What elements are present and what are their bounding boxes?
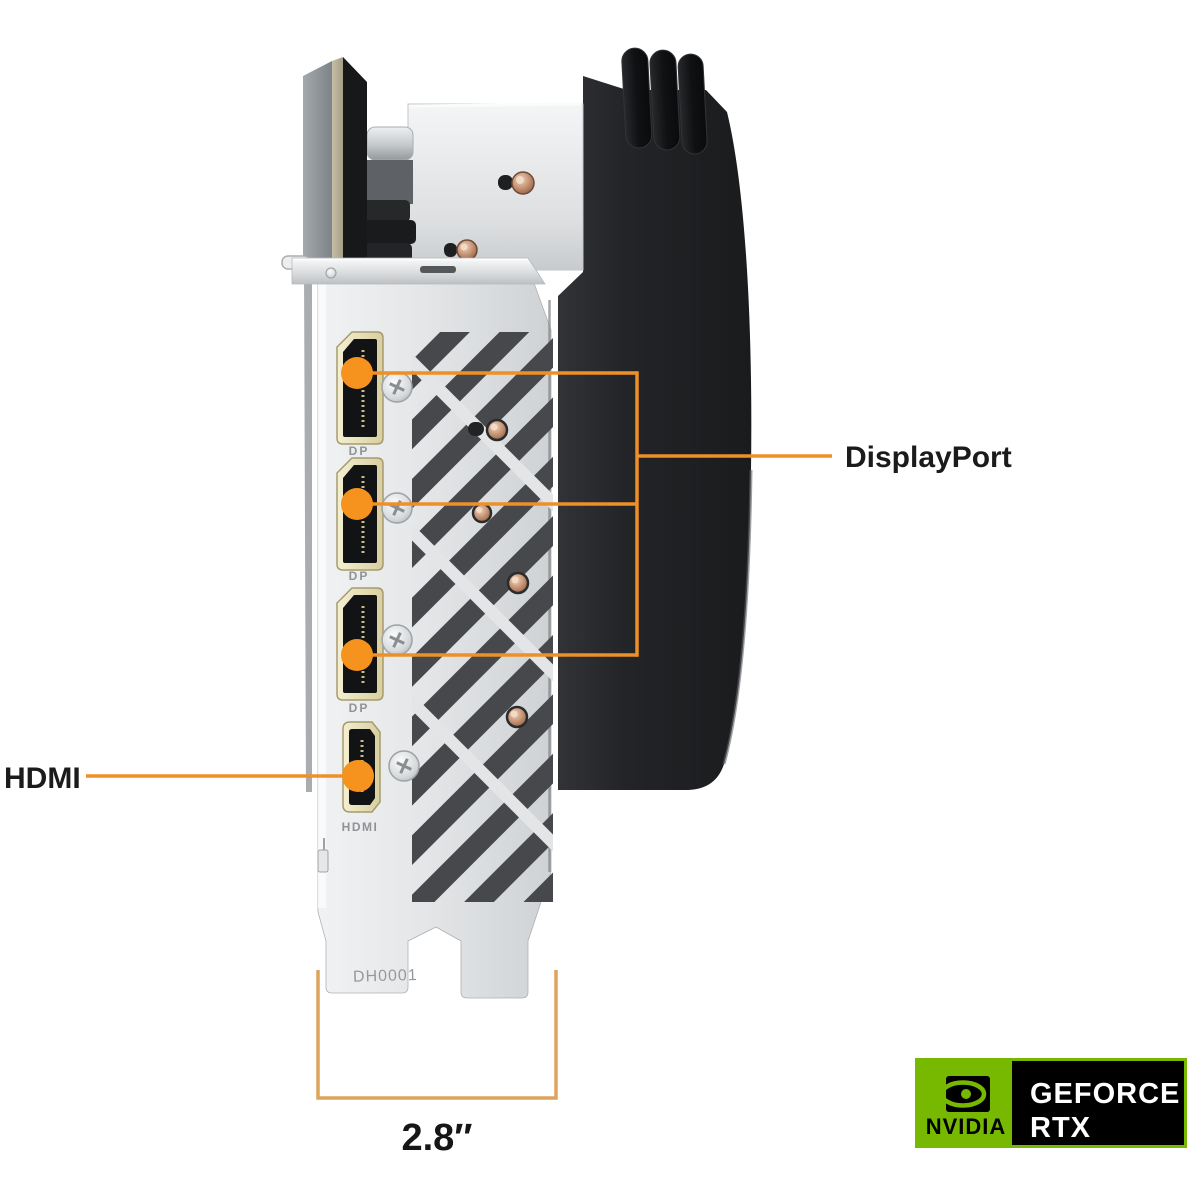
pcb-edge-strip: [332, 57, 343, 270]
measurement: 2.8″: [316, 970, 558, 1159]
cooler-body: [558, 47, 753, 790]
screw-nub: [444, 243, 457, 257]
bracket-screw-4: [388, 750, 420, 782]
bracket-top-fold: [291, 257, 546, 285]
shroud-box: [407, 103, 584, 271]
cooler-body-shell: [558, 76, 752, 790]
heatpipe-1: [621, 47, 653, 149]
fold-slot: [420, 266, 456, 273]
callout-dot-dp1: [341, 357, 373, 389]
bracket-screw-2: [381, 492, 413, 524]
axle-shadow-zone: [367, 160, 413, 204]
screw-cross: [396, 758, 412, 774]
pcb-black-slab: [343, 57, 367, 270]
callout-dot-dp2: [341, 488, 373, 520]
copper-screw-1: [498, 171, 535, 195]
badge-black-field: [1012, 1061, 1184, 1145]
rivet: [505, 705, 529, 729]
face-left-highlight: [318, 284, 326, 908]
rivet: [471, 502, 493, 524]
pcb-gray-slab: [303, 61, 332, 270]
bracket-screw-3: [381, 624, 413, 656]
measurement-bracket: [316, 970, 558, 1100]
cooler-body-rim-highlight: [722, 469, 753, 765]
copper-screw-2: [444, 239, 478, 261]
bracket-left-fold: [304, 268, 312, 792]
callout-dot-hdmi: [342, 760, 374, 792]
geforce-wordmark: GEFORCE: [1030, 1078, 1180, 1110]
nvidia-wordmark: NVIDIA: [926, 1114, 1007, 1139]
bracket-screw-1: [381, 371, 413, 403]
hdmi-label: HDMI: [4, 762, 81, 795]
callouts: DisplayPort HDMI: [4, 357, 1012, 795]
pcb-edge-assembly: [303, 57, 367, 270]
vent-rib: [412, 693, 553, 852]
heatpipe-2: [649, 49, 681, 151]
port-stamp-dp2: DP: [349, 569, 370, 583]
heatpipes: [621, 47, 708, 155]
shroud-top-highlight: [408, 102, 583, 108]
vent-grid: [412, 332, 553, 902]
nvidia-eye-icon: [939, 1076, 990, 1112]
screw-nub: [498, 175, 513, 190]
rtx-wordmark: RTX: [1030, 1112, 1091, 1144]
rivet: [506, 571, 530, 595]
screw-cross: [389, 379, 405, 395]
screw-cross: [389, 632, 405, 648]
port-stamp-dp1: DP: [349, 444, 370, 458]
bracket-id: DH0001: [353, 967, 418, 986]
nvidia-badge: NVIDIA GEFORCE RTX: [915, 1058, 1187, 1148]
heatpipe-3: [677, 53, 708, 155]
port-stamp-dp3: DP: [349, 701, 370, 715]
vent-rivets: [468, 418, 530, 729]
rivet: [468, 418, 509, 442]
io-bracket: DP DP DP HDMI DH0001: [281, 255, 553, 999]
port-stamp-hdmi: HDMI: [342, 820, 379, 834]
fan-axle: [366, 126, 414, 161]
fold-screw: [325, 267, 337, 279]
measurement-label: 2.8″: [401, 1117, 472, 1159]
bracket-side-notch: [317, 838, 329, 873]
displayport-label: DisplayPort: [845, 441, 1012, 474]
top-assembly: [303, 57, 584, 271]
callout-dot-dp3: [341, 639, 373, 671]
